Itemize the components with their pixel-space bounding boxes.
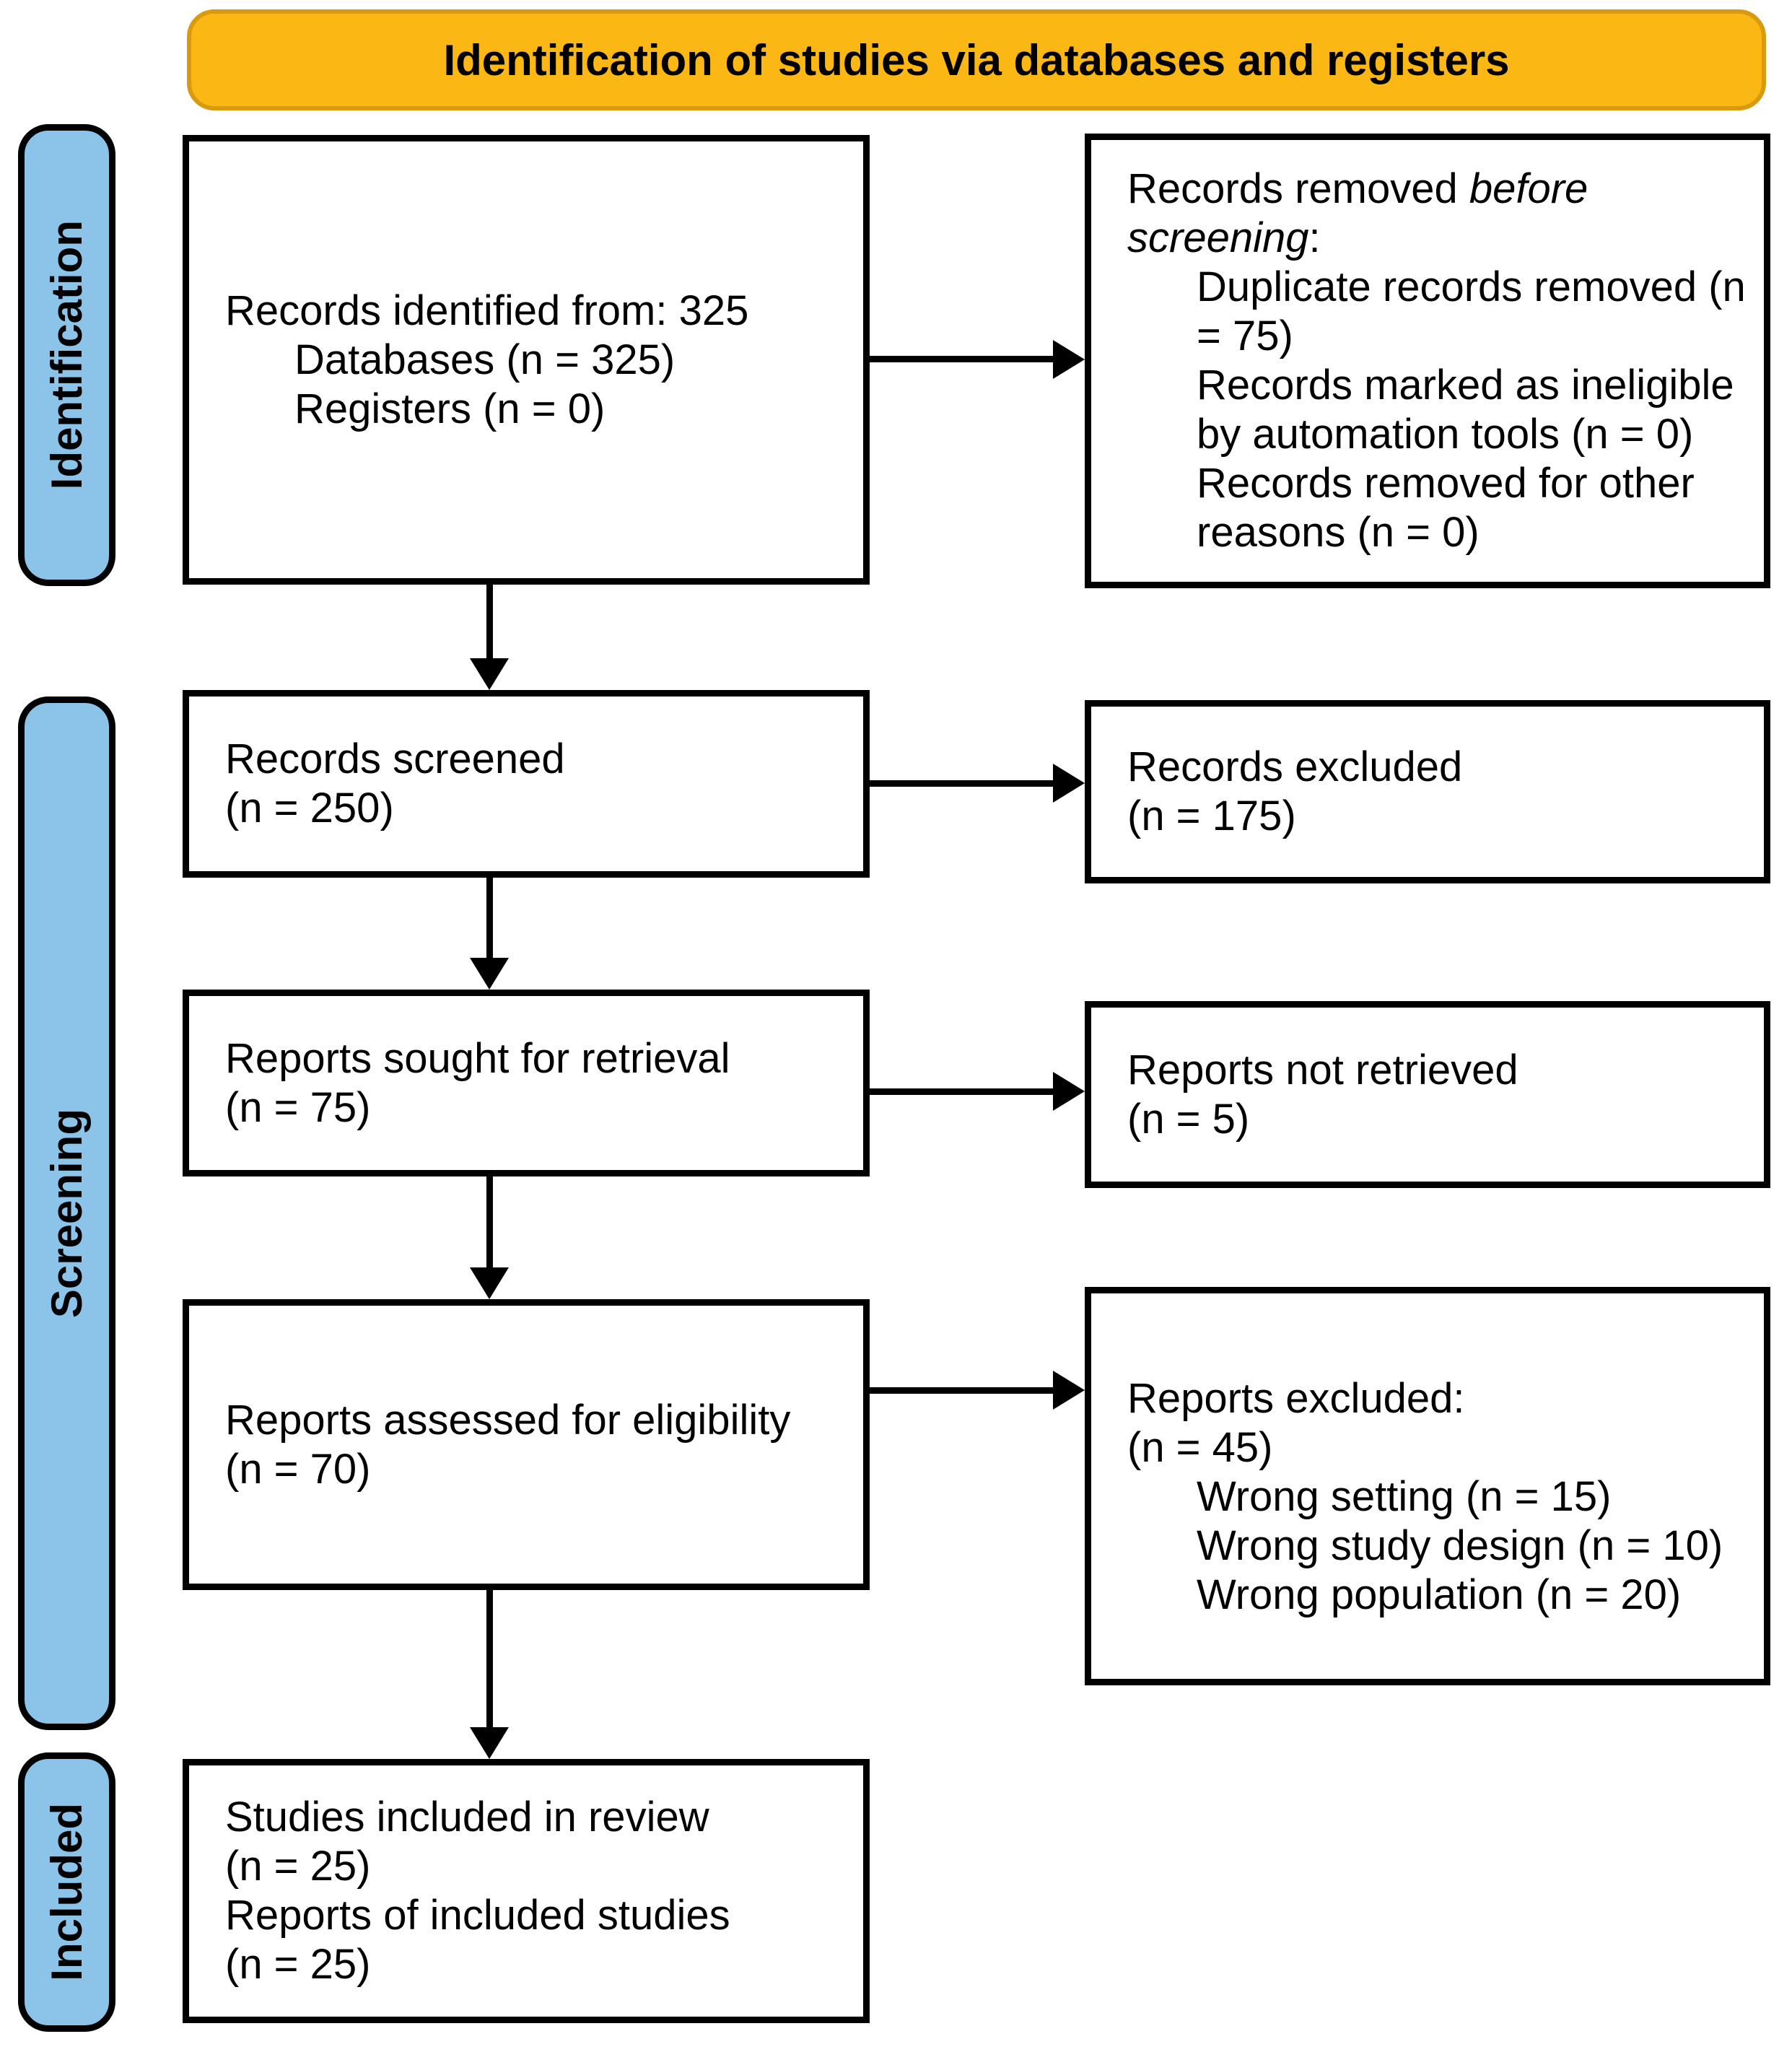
arrowhead-right-icon [1053,1371,1085,1410]
arrowhead-right-icon [1053,1072,1085,1111]
text-line: Reports sought for retrieval [225,1034,730,1082]
text-line: (n = 25) [225,1941,371,1988]
arrow-screened-to-excluded [870,780,1053,787]
text-line: (n = 25) [225,1843,371,1890]
box-records-removed-before-screening: Records removed before screening:Duplica… [1085,134,1770,588]
stage-bar-identification: Identification [18,124,115,586]
stage-label-identification: Identification [43,220,91,490]
arrowhead-right-icon [1053,340,1085,379]
stage-label-screening: Screening [43,1108,91,1319]
text-line: Reports excluded: [1127,1375,1465,1422]
arrow-sought-to-assessed [486,1176,493,1267]
text-line: Reports not retrieved [1127,1046,1518,1093]
box-reports-sought-for-retrieval: Reports sought for retrieval(n = 75) [183,990,870,1176]
arrow-identified-to-screened [486,585,493,658]
box-reports-not-retrieved: Reports not retrieved(n = 5) [1085,1001,1770,1188]
text-line: (n = 5) [1127,1095,1250,1143]
text-line: Reports of included studies [225,1892,730,1939]
text-line: Records screened [225,735,565,782]
text-line: Databases (n = 325) [294,336,676,383]
text-line: (n = 250) [225,785,394,831]
stage-label-included: Included [43,1803,91,1981]
box-reports-assessed-for-eligibility: Reports assessed for eligibility(n = 70) [183,1299,870,1590]
text-line: (n = 70) [225,1445,371,1493]
banner-label: Identification of studies via databases … [443,35,1510,84]
arrow-assessed-to-excluded [870,1387,1053,1394]
box-studies-included-in-review: Studies included in review(n = 25)Report… [183,1759,870,2023]
arrow-sought-to-not-retrieved [870,1088,1053,1095]
arrow-screened-to-sought [486,878,493,958]
text-line: Wrong study design (n = 10) [1197,1522,1723,1569]
text-line: Reports assessed for eligibility [225,1396,791,1444]
box-records-screened: Records screened(n = 250) [183,690,870,878]
text-line: Wrong setting (n = 15) [1197,1473,1612,1520]
arrowhead-down-icon [470,958,509,990]
box-records-excluded: Records excluded(n = 175) [1085,700,1770,883]
stage-bar-included: Included [18,1752,115,2032]
text-line: Records identified from: 325 [225,287,749,334]
text-line: Duplicate records removed (n = 75) [1197,263,1746,359]
arrowhead-down-icon [470,1727,509,1759]
text-line: (n = 75) [225,1083,371,1131]
text-line: (n = 45) [1127,1424,1273,1471]
text-line: Records excluded [1127,743,1463,790]
text-line: Records removed for other reasons (n = 0… [1197,460,1695,556]
stage-bar-screening: Screening [18,697,115,1730]
arrowhead-down-icon [470,1267,509,1299]
text-line: (n = 175) [1127,793,1296,839]
text-line: Wrong population (n = 20) [1197,1571,1682,1618]
box-reports-excluded: Reports excluded:(n = 45)Wrong setting (… [1085,1287,1770,1685]
arrow-assessed-to-included [486,1590,493,1727]
arrowhead-right-icon [1053,764,1085,803]
banner-identification-of-studies: Identification of studies via databases … [187,9,1766,110]
arrowhead-down-icon [470,658,509,690]
text-line: Studies included in review [225,1794,709,1841]
text-line: Registers (n = 0) [294,385,606,432]
text-line: Records removed before screening: [1127,165,1588,261]
text-line: Records marked as ineligible by automati… [1197,362,1734,458]
arrow-identified-to-removed [870,356,1053,362]
